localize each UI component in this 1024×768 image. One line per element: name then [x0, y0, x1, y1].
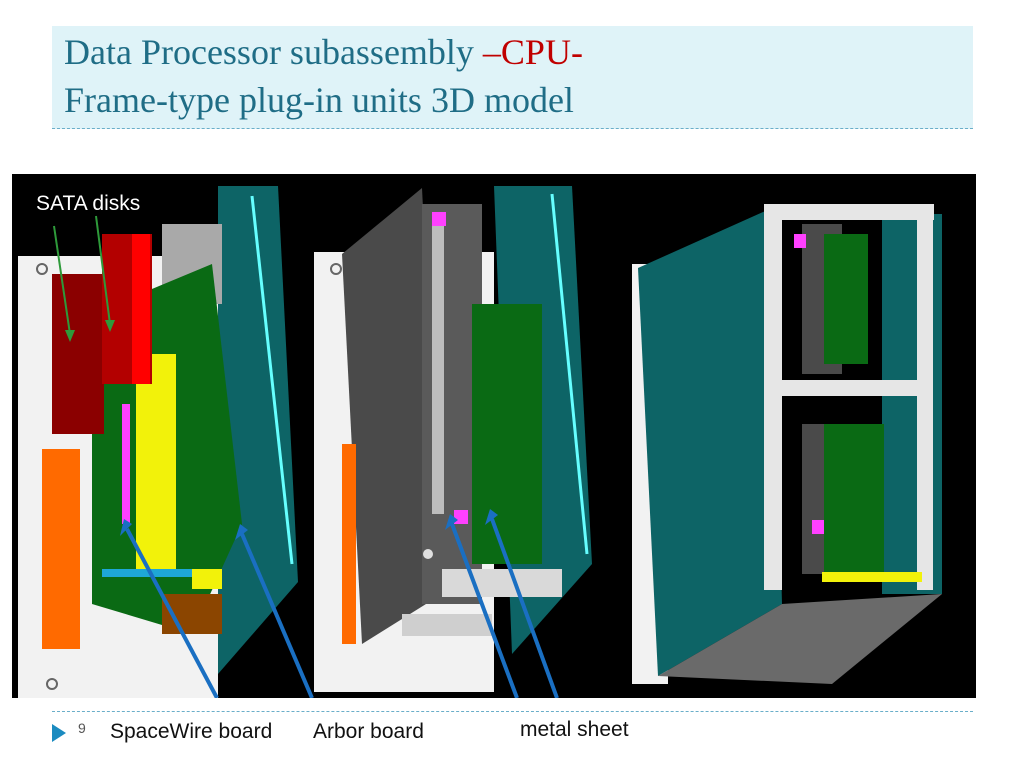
- metal-sheet-label: metal sheet: [520, 718, 629, 741]
- spacewire-board-label: SpaceWire board: [110, 720, 273, 743]
- title-box: Data Processor subassembly –CPU- Frame-t…: [52, 26, 973, 129]
- cad-model-figure: SATA disks: [12, 174, 976, 698]
- top-rail: [764, 204, 934, 220]
- pcb-board-right-bottom: [824, 424, 884, 574]
- bottom-mesh: [658, 594, 942, 684]
- side-panel-right: [638, 208, 782, 676]
- arrow-spacewire: [125, 528, 219, 698]
- orange-bracket: [42, 449, 80, 649]
- unit-left: [18, 186, 298, 698]
- sata-disk-1: [52, 274, 104, 434]
- page-number: 9: [78, 720, 86, 736]
- pcb-board-middle: [472, 304, 542, 564]
- arbor-board-label: Arbor board: [313, 720, 424, 743]
- metal-sheet-main: [342, 188, 442, 644]
- arrow-metal-sheet-1: [450, 523, 519, 698]
- unit-right: [632, 204, 942, 684]
- pcb-board-right-top: [824, 234, 868, 364]
- arrow-arbor: [240, 533, 314, 698]
- slide-title: Data Processor subassembly –CPU- Frame-t…: [64, 28, 583, 124]
- unit-middle: [314, 186, 592, 692]
- play-bullet-icon: [52, 724, 66, 742]
- title-accent: –CPU-: [482, 32, 583, 72]
- yellow-block: [136, 354, 176, 574]
- cad-model-drawing: [18, 186, 942, 698]
- sata-disks-label: SATA disks: [36, 192, 141, 215]
- arrow-metal-sheet-2: [490, 518, 559, 698]
- arrow-sata-2: [95, 215, 111, 325]
- title-line1: Data Processor subassembly: [64, 32, 483, 72]
- callout-arrows: [53, 215, 559, 698]
- side-panel-left: [218, 186, 298, 674]
- arrow-sata-1: [53, 225, 71, 335]
- footer-divider: [52, 711, 973, 712]
- title-line2: Frame-type plug-in units 3D model: [64, 80, 574, 120]
